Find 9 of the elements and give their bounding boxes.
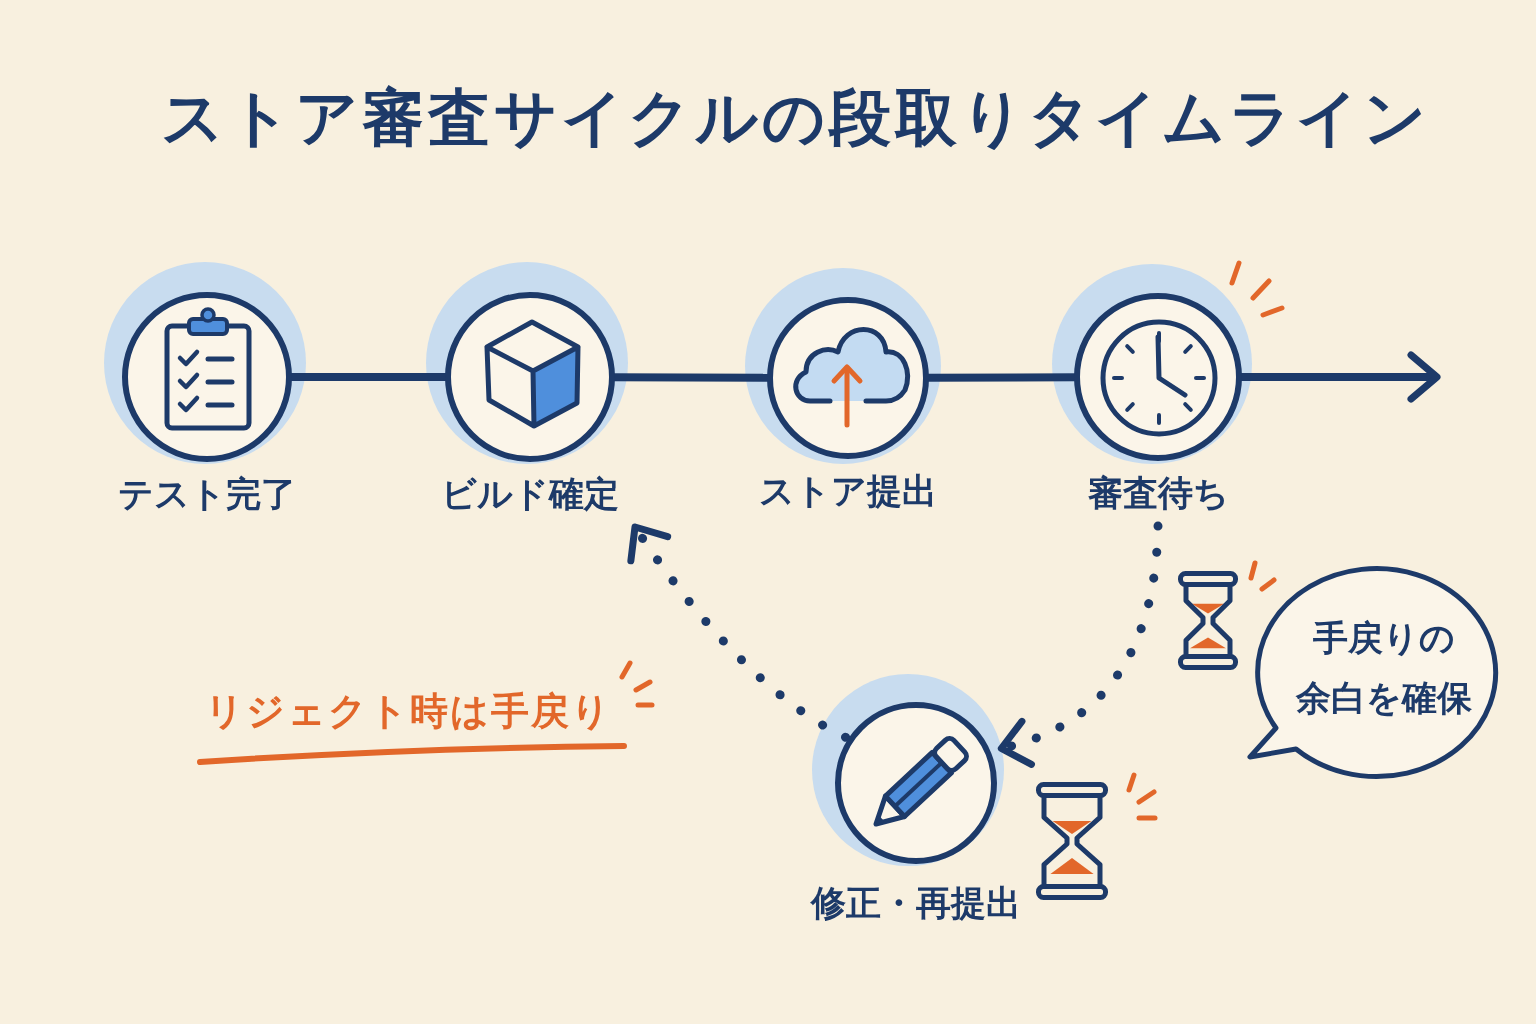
dotted-arrow [996,521,1163,767]
step-label: テスト完了 [118,473,296,515]
step-label: ビルド確定 [441,473,619,515]
title: ストア審査サイクルの段取りタイムライン [160,80,1430,156]
step-label: 審査待ち [1087,472,1229,514]
step-label: ストア提出 [759,470,937,512]
note-text: リジェクト時は手戻り [205,688,612,734]
step-label: 修正・再提出 [811,882,1021,924]
dotted-arrow [627,522,851,742]
